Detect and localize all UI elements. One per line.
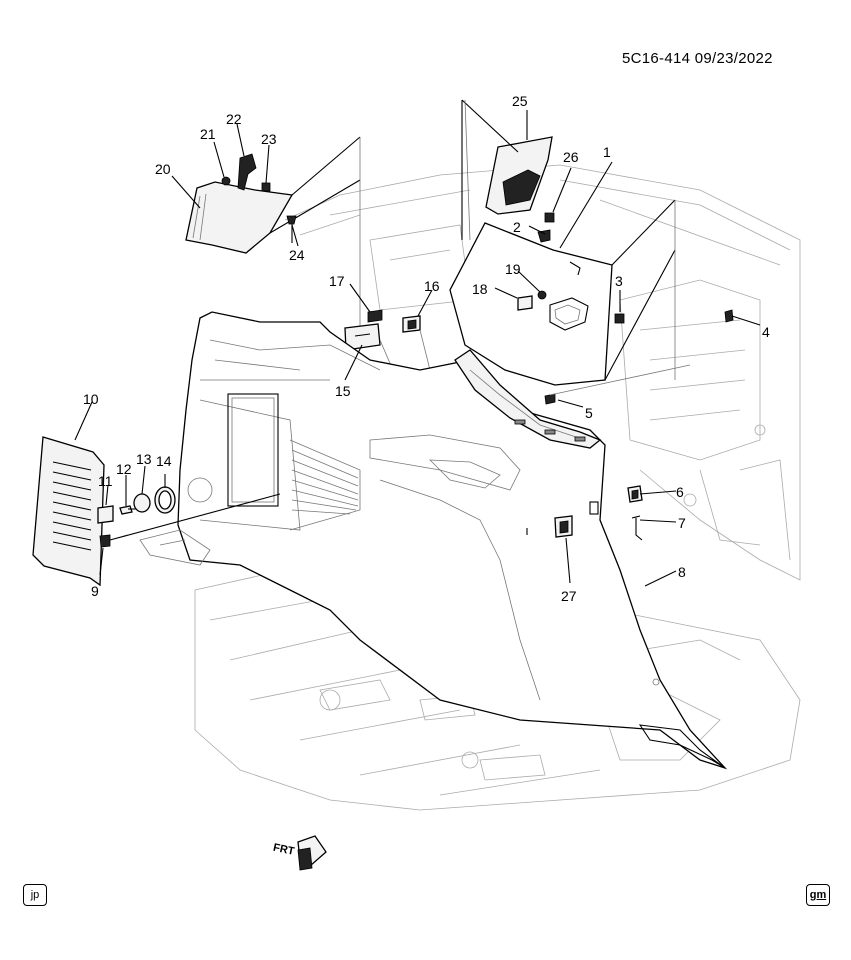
fastener-group-4-7 bbox=[549, 309, 734, 541]
callout-27: 27 bbox=[561, 588, 577, 604]
callout-13: 13 bbox=[136, 451, 152, 467]
callout-21: 21 bbox=[200, 126, 216, 142]
callout-6: 6 bbox=[676, 484, 684, 500]
callout-8: 8 bbox=[678, 564, 686, 580]
callout-labels: 1 2 3 4 5 6 7 8 9 10 11 12 13 14 15 16 1… bbox=[83, 93, 770, 604]
callout-5: 5 bbox=[585, 405, 593, 421]
callout-25: 25 bbox=[512, 93, 528, 109]
clip-group-15-17 bbox=[344, 309, 469, 398]
gm-logo-badge: gm bbox=[806, 884, 830, 906]
diagram-reference: 5C16-414 09/23/2022 bbox=[622, 50, 773, 67]
callout-26: 26 bbox=[563, 149, 579, 165]
callout-19: 19 bbox=[505, 261, 521, 277]
corner-badge-left: jp bbox=[23, 884, 47, 906]
callout-2: 2 bbox=[513, 219, 521, 235]
callout-16: 16 bbox=[424, 278, 440, 294]
pillar-cover-upper bbox=[461, 99, 555, 243]
callout-15: 15 bbox=[335, 383, 351, 399]
quarter-trim-panel-lower bbox=[139, 311, 728, 770]
trim-panel-upper-left bbox=[185, 136, 361, 340]
leader-lines bbox=[74, 110, 761, 587]
vehicle-body-background bbox=[194, 164, 801, 811]
sill-plate-strip bbox=[454, 349, 602, 449]
callout-7: 7 bbox=[678, 515, 686, 531]
front-direction-marker: FRT bbox=[272, 835, 327, 871]
callout-22: 22 bbox=[226, 111, 242, 127]
callout-20: 20 bbox=[155, 161, 171, 177]
callout-10: 10 bbox=[83, 391, 99, 407]
front-direction-label: FRT bbox=[272, 842, 296, 858]
louvered-vent-panel bbox=[32, 436, 281, 587]
callout-24: 24 bbox=[289, 247, 305, 263]
callout-9: 9 bbox=[91, 583, 99, 599]
trim-panel-center-upper bbox=[449, 199, 676, 386]
callout-4: 4 bbox=[762, 324, 770, 340]
callout-12: 12 bbox=[116, 461, 132, 477]
callout-17: 17 bbox=[329, 273, 345, 289]
callout-1: 1 bbox=[603, 144, 611, 160]
callout-18: 18 bbox=[472, 281, 488, 297]
callout-14: 14 bbox=[156, 453, 172, 469]
callout-23: 23 bbox=[261, 131, 277, 147]
fastener-group-21-24 bbox=[221, 153, 297, 243]
callout-3: 3 bbox=[615, 273, 623, 289]
callout-11: 11 bbox=[98, 473, 113, 489]
